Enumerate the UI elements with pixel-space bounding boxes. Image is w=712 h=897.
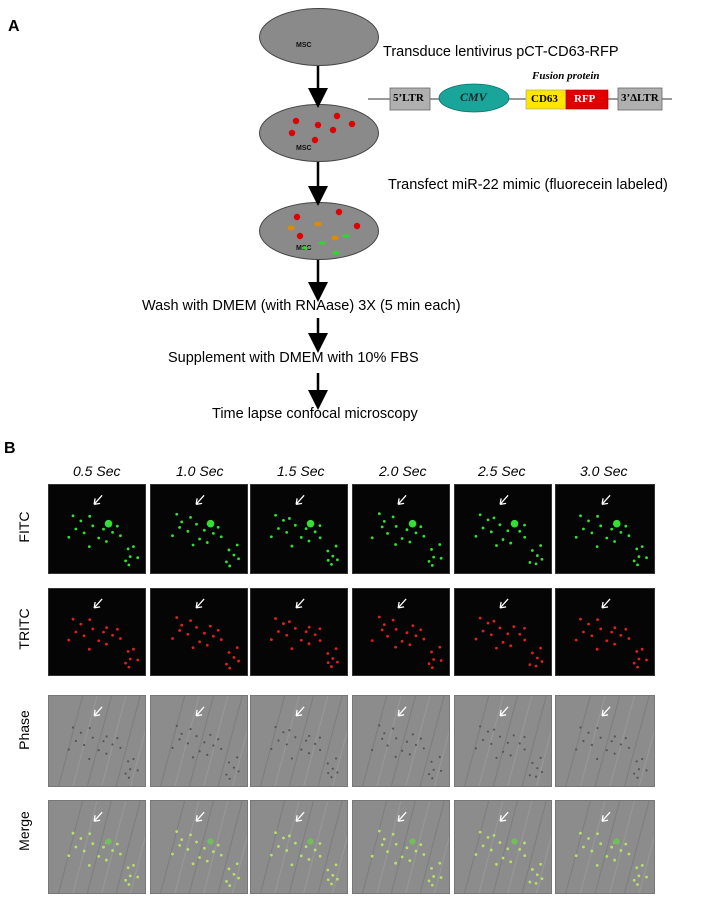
tile-tritc-6	[555, 588, 655, 676]
transduce-note: Transduce lentivirus pCT-CD63-RFP	[383, 44, 619, 60]
fusion-protein-label: Fusion protein	[532, 70, 600, 82]
tile-phase-2	[150, 695, 248, 787]
tile-fitc-4	[352, 484, 450, 574]
cmv-label: CMV	[460, 90, 487, 104]
tile-phase-1	[48, 695, 146, 787]
panel-a-letter: A	[8, 18, 20, 35]
tile-phase-3	[250, 695, 348, 787]
tile-merge-3	[250, 800, 348, 894]
tile-fitc-6	[555, 484, 655, 574]
tile-merge-6	[555, 800, 655, 894]
time-label-2: 1.0 Sec	[176, 463, 224, 479]
panel-a-graphics	[287, 66, 672, 410]
step-supplement: Supplement with DMEM with 10% FBS	[168, 350, 419, 366]
time-label-4: 2.0 Sec	[379, 463, 427, 479]
cd63-label: CD63	[531, 93, 558, 105]
row-label-tritc: TRITC	[16, 608, 32, 650]
tile-tritc-4	[352, 588, 450, 676]
transfect-note: Transfect miR-22 mimic (fluorecein label…	[388, 177, 668, 193]
tile-fitc-2	[150, 484, 248, 574]
tile-tritc-3	[250, 588, 348, 676]
ltr5-label: 5’LTR	[393, 92, 424, 104]
time-label-3: 1.5 Sec	[277, 463, 325, 479]
row-label-fitc: FITC	[16, 511, 32, 543]
dish-2-red-dots	[288, 112, 356, 144]
step-wash: Wash with DMEM (with RNAase) 3X (5 min e…	[142, 298, 461, 314]
time-label-5: 2.5 Sec	[478, 463, 526, 479]
tile-fitc-5	[454, 484, 552, 574]
tile-merge-2	[150, 800, 248, 894]
dish-2	[259, 104, 379, 162]
tile-merge-4	[352, 800, 450, 894]
dish-1	[259, 8, 379, 66]
dish-2-label: MSC	[296, 145, 312, 152]
tile-phase-4	[352, 695, 450, 787]
dish-3-dots	[287, 208, 361, 255]
time-label-1: 0.5 Sec	[73, 463, 121, 479]
tile-tritc-5	[454, 588, 552, 676]
tile-tritc-1	[48, 588, 146, 676]
tile-fitc-1	[48, 484, 146, 574]
tile-merge-5	[454, 800, 552, 894]
row-label-merge: Merge	[16, 811, 32, 851]
tile-phase-6	[555, 695, 655, 787]
step-microscopy: Time lapse confocal microscopy	[212, 406, 418, 422]
tile-phase-5	[454, 695, 552, 787]
tile-tritc-2	[150, 588, 248, 676]
tile-fitc-3	[250, 484, 348, 574]
row-label-phase: Phase	[16, 710, 32, 750]
time-label-6: 3.0 Sec	[580, 463, 628, 479]
panel-b-letter: B	[4, 440, 16, 457]
rfp-label: RFP	[574, 93, 596, 105]
dish-1-label: MSC	[296, 42, 312, 49]
ltr3-label: 3’ΔLTR	[621, 92, 659, 104]
tile-merge-1	[48, 800, 146, 894]
